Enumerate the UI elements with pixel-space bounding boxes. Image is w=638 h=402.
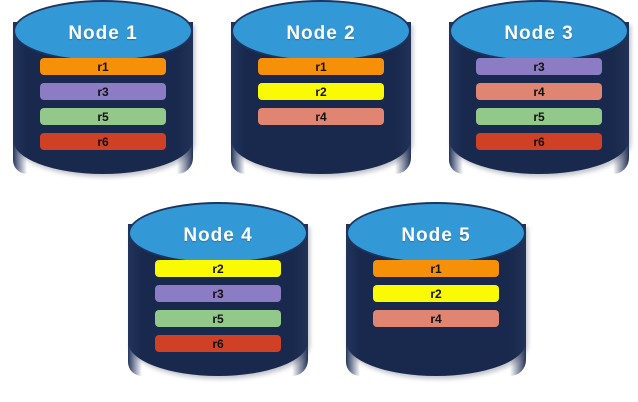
node-cylinder-3[interactable]: Node 3 r3 r4 r5 r6	[449, 0, 629, 185]
record-list: r3 r4 r5 r6	[476, 58, 602, 150]
record-bar[interactable]: r6	[40, 133, 166, 150]
record-bar[interactable]: r1	[373, 260, 499, 277]
cylinder-top-ellipse: Node 3	[449, 0, 629, 62]
record-bar[interactable]: r2	[155, 260, 281, 277]
node-cylinder-1[interactable]: Node 1 r1 r3 r5 r6	[13, 0, 193, 185]
node-title: Node 2	[286, 23, 356, 44]
record-bar[interactable]: r2	[373, 285, 499, 302]
record-bar[interactable]: r5	[40, 108, 166, 125]
record-bar[interactable]: r4	[373, 310, 499, 327]
node-row-bottom: Node 4 r2 r3 r5 r6 Node 5 r1 r2 r4	[0, 202, 638, 402]
cylinder-top-ellipse: Node 4	[128, 202, 308, 264]
node-title: Node 1	[68, 23, 138, 44]
record-bar[interactable]: r5	[155, 310, 281, 327]
record-bar[interactable]: r5	[476, 108, 602, 125]
node-cylinder-2[interactable]: Node 2 r1 r2 r4	[231, 0, 411, 185]
cylinder-top-ellipse: Node 2	[231, 0, 411, 62]
record-list: r1 r2 r4	[373, 260, 499, 327]
record-list: r2 r3 r5 r6	[155, 260, 281, 352]
record-bar[interactable]: r6	[155, 335, 281, 352]
record-bar[interactable]: r3	[40, 83, 166, 100]
cylinder-top-ellipse: Node 5	[346, 202, 526, 264]
cylinder-top-ellipse: Node 1	[13, 0, 193, 62]
record-list: r1 r2 r4	[258, 58, 384, 125]
node-title: Node 5	[401, 225, 471, 246]
record-bar[interactable]: r4	[476, 83, 602, 100]
node-cylinder-5[interactable]: Node 5 r1 r2 r4	[346, 202, 526, 387]
record-bar[interactable]: r1	[258, 58, 384, 75]
node-title: Node 4	[183, 225, 253, 246]
record-bar[interactable]: r3	[476, 58, 602, 75]
node-row-top: Node 1 r1 r3 r5 r6 Node 2 r1 r2 r4	[0, 0, 638, 200]
record-bar[interactable]: r6	[476, 133, 602, 150]
record-bar[interactable]: r3	[155, 285, 281, 302]
record-bar[interactable]: r1	[40, 58, 166, 75]
node-title: Node 3	[504, 23, 574, 44]
record-list: r1 r3 r5 r6	[40, 58, 166, 150]
record-bar[interactable]: r4	[258, 108, 384, 125]
node-cylinder-4[interactable]: Node 4 r2 r3 r5 r6	[128, 202, 308, 387]
record-bar[interactable]: r2	[258, 83, 384, 100]
